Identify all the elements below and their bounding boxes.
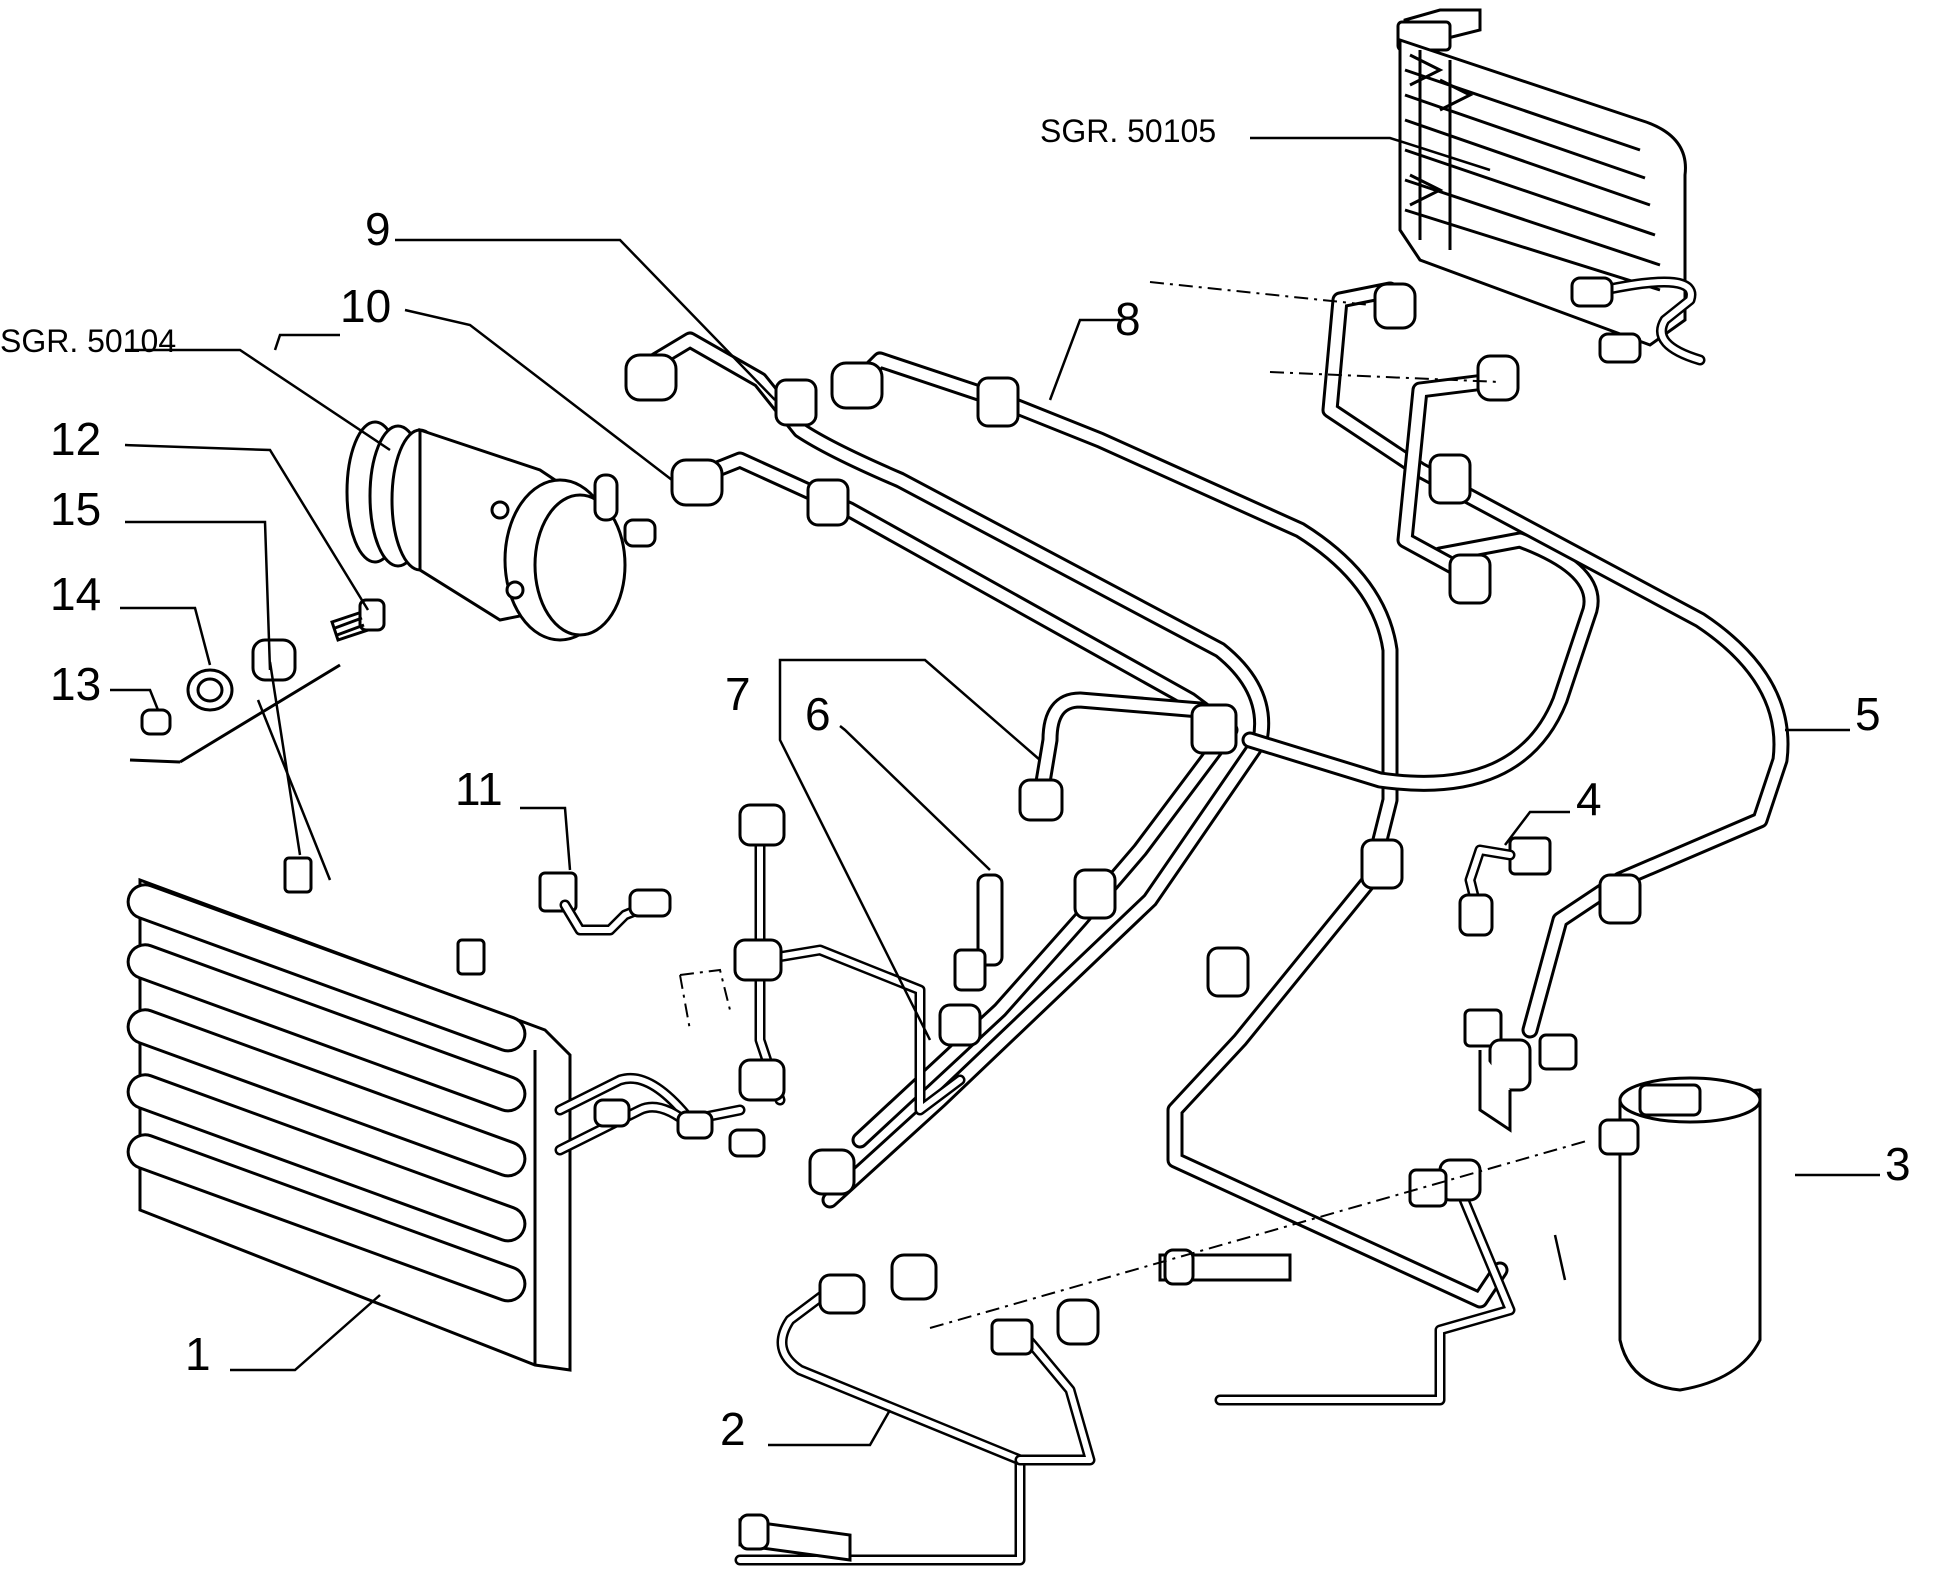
callout-1: 1 (185, 1328, 211, 1380)
callout-4: 4 (1576, 773, 1602, 825)
callout-7: 7 (725, 668, 751, 720)
callout-3: 3 (1885, 1138, 1911, 1190)
callout-8: 8 (1115, 293, 1141, 345)
callout-2: 2 (720, 1403, 746, 1455)
receiver-dryer (1598, 1076, 1762, 1392)
callout-10: 10 (340, 280, 391, 332)
callout-6: 6 (805, 688, 831, 740)
callout-13: 13 (50, 658, 101, 710)
evaporator-unit (1396, 8, 1706, 366)
fasteners-group (129, 598, 386, 764)
sensors (538, 836, 1578, 1562)
callout-labels: 1 2 3 4 5 6 7 8 9 10 11 12 13 14 15 SGR.… (0, 113, 1911, 1455)
callout-14: 14 (50, 568, 101, 620)
fittings (624, 282, 1642, 1356)
callout-11: 11 (455, 763, 503, 815)
callout-leaders (110, 136, 1880, 1447)
callout-12: 12 (50, 413, 101, 465)
callout-9: 9 (365, 203, 391, 255)
callout-15: 15 (50, 483, 101, 535)
compressor-unit (345, 420, 657, 642)
callout-5: 5 (1855, 688, 1881, 740)
refrigerant-hoses (631, 281, 1790, 1566)
subgroup-compressor: SGR. 50104 (0, 323, 176, 359)
subgroup-evaporator: SGR. 50105 (1040, 113, 1216, 149)
condenser-unit (126, 856, 766, 1372)
connection-dashes (679, 281, 1591, 1329)
